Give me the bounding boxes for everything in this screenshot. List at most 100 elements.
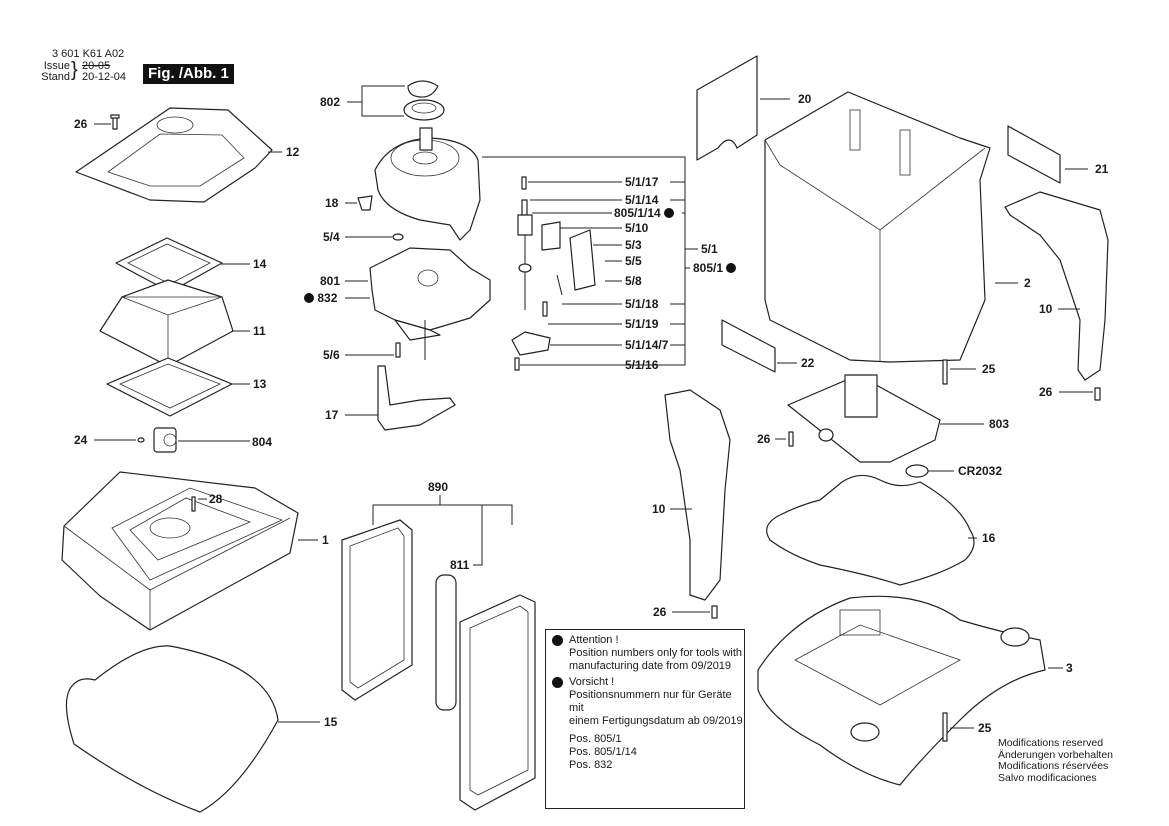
callout-5-6: 5/6 xyxy=(323,348,340,362)
part-3-bottom-housing xyxy=(757,595,1046,786)
issue-dates: 20-05 20-12-04 xyxy=(82,61,126,83)
part-802-seal xyxy=(407,80,439,98)
modifications-de: Änderungen vorbehalten xyxy=(998,748,1114,761)
part-26-screw xyxy=(110,114,120,130)
callout-5-5: 5/5 xyxy=(625,254,642,268)
callout-805-1: 805/1 xyxy=(693,261,737,275)
callout-21: 21 xyxy=(1095,162,1109,176)
part-number: 3 601 K61 A02 xyxy=(52,48,125,60)
callout-15: 15 xyxy=(324,715,338,729)
callout-18: 18 xyxy=(325,196,339,210)
callout-801: 801 xyxy=(320,274,341,288)
part-24-pin xyxy=(137,437,145,443)
part-13-window xyxy=(106,357,233,417)
part-11-prism-holder xyxy=(99,279,234,367)
callout-803: 803 xyxy=(989,417,1010,431)
issue-date-old: 20-05 xyxy=(82,60,111,72)
callout-832-text: 832 xyxy=(317,291,338,305)
position-notice-box: Attention ! Position numbers only for to… xyxy=(545,629,745,809)
callout-5-1-16: 5/1/16 xyxy=(625,358,659,372)
part-804-module xyxy=(153,427,177,453)
part-5-4-washer xyxy=(392,233,404,241)
part-5-1-mechanism xyxy=(511,176,596,371)
part-10-handle-right xyxy=(1004,191,1109,381)
brace-icon: } xyxy=(71,59,78,81)
part-17-flex-cable xyxy=(377,365,456,431)
callout-20: 20 xyxy=(798,92,812,106)
callout-1: 1 xyxy=(322,533,329,547)
callout-25: 25 xyxy=(982,362,996,376)
notice-en-text-2: manufacturing date from 09/2019 xyxy=(569,660,732,672)
marker-dot-icon xyxy=(726,263,737,273)
part-26-screw-handle xyxy=(711,605,718,619)
callout-805-1-14: 805/1/14 xyxy=(614,206,675,220)
part-18-cable xyxy=(357,195,373,211)
marker-dot-icon xyxy=(304,293,314,303)
part-5-rotor-unit xyxy=(374,127,481,241)
part-cr2032-battery xyxy=(905,464,929,478)
figure-label: Fig. /Abb. 1 xyxy=(143,64,234,84)
part-10-handle-center xyxy=(664,389,731,601)
part-26-screw xyxy=(1094,387,1101,401)
callout-10: 10 xyxy=(1039,302,1053,316)
callout-5-1: 5/1 xyxy=(701,242,718,256)
notice-en-title: Attention ! xyxy=(569,634,619,646)
callout-10-center: 10 xyxy=(652,502,666,516)
callout-28: 28 xyxy=(209,492,223,506)
callout-5-8: 5/8 xyxy=(625,274,642,288)
part-801-board xyxy=(369,247,491,360)
callout-5-1-14-7: 5/1/14/7 xyxy=(625,338,669,352)
callout-5-1-17: 5/1/17 xyxy=(625,175,659,189)
modifications-fr: Modifications réservées xyxy=(998,760,1109,772)
callout-2: 2 xyxy=(1024,276,1031,290)
callout-11: 11 xyxy=(253,324,266,338)
notice-en-text-1: Position numbers only for tools with xyxy=(569,647,743,659)
part-20-label xyxy=(696,55,758,161)
notice-position-1: Pos. 805/1 xyxy=(569,733,622,745)
part-890-battery-housing xyxy=(341,519,413,701)
modifications-es: Salvo modificaciones xyxy=(998,771,1097,784)
callout-890: 890 xyxy=(428,480,449,494)
marker-dot-icon xyxy=(552,677,563,688)
issue-stand-labels: Issue Stand xyxy=(30,61,70,83)
modifications-notice: Modifications reserved Änderungen vorbeh… xyxy=(998,737,1114,784)
callout-811: 811 xyxy=(450,558,470,572)
callout-3: 3 xyxy=(1066,661,1073,675)
callout-805-1-text: 805/1 xyxy=(693,261,724,275)
part-890-battery-cover xyxy=(459,594,536,811)
part-28-screw xyxy=(191,496,196,512)
callout-14: 14 xyxy=(253,257,267,271)
notice-de-text-2: einem Fertigungsdatum ab 09/2019 xyxy=(569,715,743,727)
notice-position-3: Pos. 832 xyxy=(569,759,613,771)
part-15-gasket xyxy=(65,645,279,813)
callout-26: 26 xyxy=(74,117,88,131)
part-22-label xyxy=(721,319,776,373)
callout-24: 24 xyxy=(74,433,88,447)
callout-12: 12 xyxy=(286,145,300,159)
part-21-label xyxy=(1007,125,1061,184)
part-1-base-housing xyxy=(61,471,299,631)
callout-cr2032: CR2032 xyxy=(958,464,1003,478)
callout-22: 22 xyxy=(801,356,815,370)
stand-label: Stand xyxy=(41,71,70,83)
part-12-top-cover xyxy=(75,107,273,203)
part-14-frame xyxy=(115,237,223,293)
callout-5-3: 5/3 xyxy=(625,238,642,252)
part-2-main-housing xyxy=(764,91,991,363)
callout-26-right: 26 xyxy=(1039,385,1053,399)
part-16-gasket xyxy=(766,474,975,586)
callout-17: 17 xyxy=(325,408,339,422)
part-803-control-board xyxy=(787,374,941,463)
callout-26-handle: 26 xyxy=(653,605,667,619)
callout-832: 832 xyxy=(304,291,337,305)
leader-lines xyxy=(94,85,1093,729)
callout-13: 13 xyxy=(253,377,267,391)
stand-date: 20-12-04 xyxy=(82,71,127,83)
callout-804: 804 xyxy=(252,435,273,449)
notice-de-title: Vorsicht ! xyxy=(569,676,615,688)
issue-label: Issue xyxy=(43,60,70,72)
callout-26-pcb: 26 xyxy=(757,432,771,446)
callout-5-4: 5/4 xyxy=(323,230,340,244)
marker-dot-icon xyxy=(552,635,563,646)
